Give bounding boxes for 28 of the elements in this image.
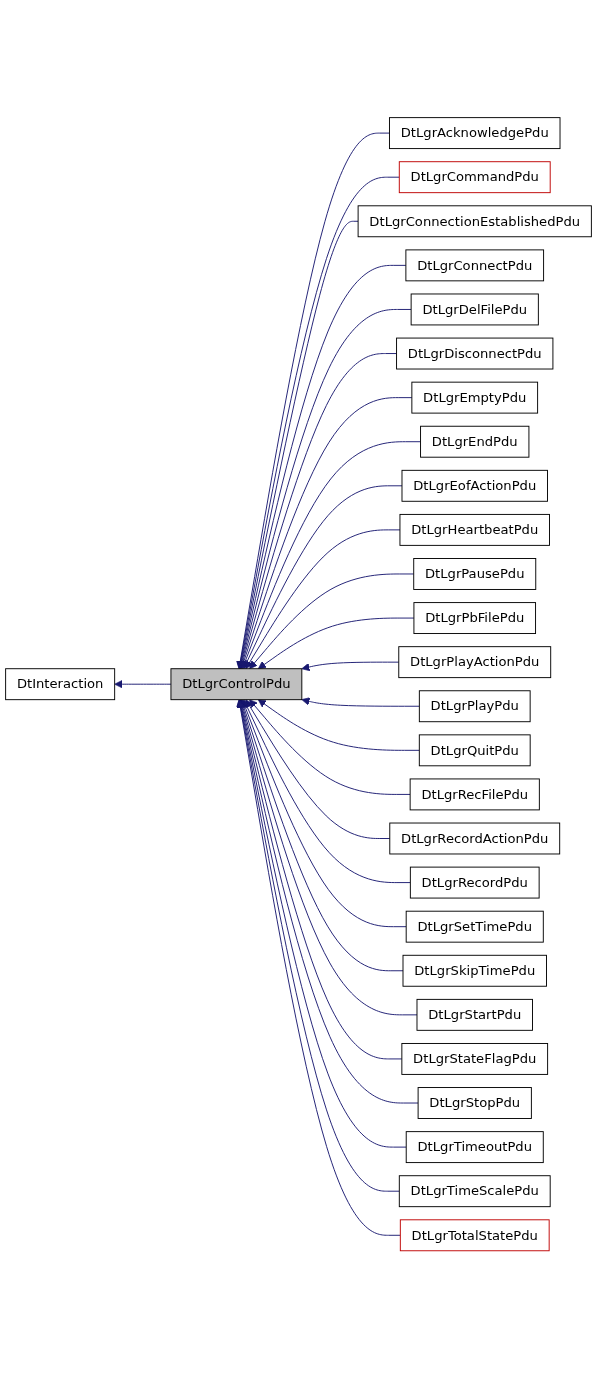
node-box: DtLgrDisconnectPdu <box>396 337 554 370</box>
node-box: DtLgrConnectPdu <box>405 249 545 282</box>
node-box: DtLgrAcknowledgePdu <box>389 117 561 150</box>
node-box: DtLgrSetTimePdu <box>405 911 544 943</box>
node-box: DtLgrRecordPdu <box>409 866 540 899</box>
node-box: DtLgrTimeoutPdu <box>405 1131 544 1164</box>
node-box: DtLgrStopPdu <box>417 1087 532 1120</box>
node-box: DtLgrStartPdu <box>416 999 533 1032</box>
node-box: DtLgrEndPdu <box>420 426 530 458</box>
node-box: DtLgrDelFilePdu <box>410 293 539 326</box>
node-box: DtLgrCommandPdu <box>398 161 551 194</box>
node-box: DtLgrStateFlagPdu <box>401 1043 549 1076</box>
node-box: DtLgrEmptyPdu <box>411 381 539 414</box>
node-box: DtLgrRecordActionPdu <box>389 822 561 855</box>
node-box: DtLgrControlPdu <box>170 668 303 701</box>
node-box: DtLgrHeartbeatPdu <box>399 514 550 547</box>
node-box: DtLgrPlayPdu <box>418 690 531 723</box>
node-box: DtLgrEofActionPdu <box>401 470 548 503</box>
node-box: DtLgrRecFilePdu <box>409 778 540 811</box>
node-box: DtLgrPbFilePdu <box>413 602 537 635</box>
node-box: DtLgrSkipTimePdu <box>402 955 547 987</box>
node-box: DtLgrQuitPdu <box>418 734 531 767</box>
node-box: DtLgrTimeScalePdu <box>398 1175 551 1208</box>
node-box: DtInteraction <box>5 668 116 701</box>
node-box: DtLgrPausePdu <box>413 558 537 591</box>
node-box: DtLgrConnectionEstablishedPdu <box>357 205 592 238</box>
node-box: DtLgrTotalStatePdu <box>399 1219 550 1252</box>
node-box: DtLgrPlayActionPdu <box>398 646 552 679</box>
